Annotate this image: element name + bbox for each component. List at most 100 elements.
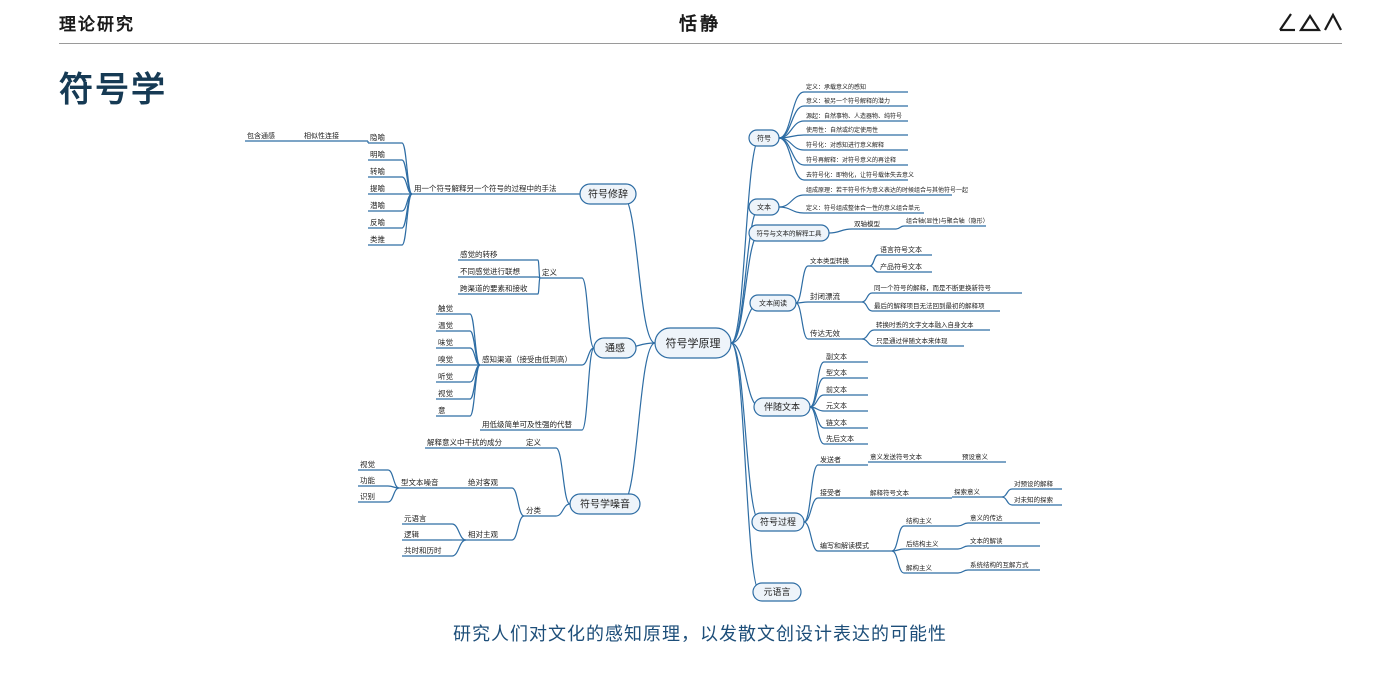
branch-connector xyxy=(451,523,467,541)
branch-connector xyxy=(451,539,467,557)
invalid-item: 转换时丢的文字文本融入自身文本 xyxy=(876,320,974,329)
receiver-result: 探索意义 xyxy=(954,487,981,496)
synesthesia-def: 不同感觉进行联想 xyxy=(460,266,520,276)
mode-name: 解构主义 xyxy=(906,563,933,572)
tool-model: 双轴模型 xyxy=(854,219,881,228)
rhetoric-definition: 用一个符号解释另一个符号的过程中的手法 xyxy=(414,183,557,193)
sign-item: 去符号化：即物化，让符号载体失去意义 xyxy=(806,171,914,179)
rhetoric-item: 潜喻 xyxy=(370,200,385,210)
branch-connector xyxy=(581,347,595,431)
branch-connector xyxy=(778,194,805,208)
branch-connector xyxy=(778,91,805,139)
drift-item: 同一个符号的解释，而是不断更换新符号 xyxy=(874,283,992,292)
branch-connector xyxy=(387,487,400,503)
branch-connector xyxy=(891,550,905,574)
text-item: 定义：符号组成整体合一性的意义组合单元 xyxy=(806,204,920,212)
branch-connector xyxy=(861,301,873,312)
sign-item: 使用性：自然或约定使用性 xyxy=(806,126,878,134)
branch-connector xyxy=(803,497,819,523)
rhetoric-item: 反喻 xyxy=(370,217,385,227)
sign-node-label: 符号 xyxy=(757,134,771,143)
companion-node-label: 伴随文本 xyxy=(764,401,800,413)
metaphor-link: 包含通感 xyxy=(247,131,275,140)
reading-type: 产品符号文本 xyxy=(880,262,922,271)
noise-class-label: 分类 xyxy=(526,505,541,515)
drift-item: 最后的解释项目无法回到最初的解释项 xyxy=(874,301,985,310)
branch-connector xyxy=(861,329,875,340)
channel-item: 触觉 xyxy=(438,303,453,313)
noise-def-label: 定义 xyxy=(526,437,541,447)
branch-connector xyxy=(895,225,905,230)
reading-type: 语言符号文本 xyxy=(880,245,922,254)
text-item: 组成原理：若干符号作为意义表达的时候组合与其他符号一起 xyxy=(806,186,968,194)
channel-label: 感知渠道（接受由低到高） xyxy=(482,354,572,364)
root-node-label: 符号学原理 xyxy=(666,336,721,350)
branch-connector xyxy=(957,522,969,527)
branch-connector xyxy=(803,521,819,552)
synesthesia-def: 跨渠道的要素和接收 xyxy=(460,283,528,293)
branch-connector xyxy=(1001,496,1013,506)
sender-result: 预设意义 xyxy=(962,452,989,461)
branch-connector xyxy=(957,545,969,550)
invalid-item: 只是通过伴随文本来体现 xyxy=(876,336,948,345)
receiver-label: 接受者 xyxy=(820,488,841,497)
sender-label: 发送者 xyxy=(820,455,841,464)
branch-connector xyxy=(828,228,853,234)
rhetoric-item: 转喻 xyxy=(370,166,385,176)
companion-item: 副文本 xyxy=(826,352,847,361)
synesthesia-node-label: 通感 xyxy=(605,342,625,355)
branch-connector xyxy=(401,193,413,246)
author-name: 恬静 xyxy=(679,14,721,35)
branch-connector xyxy=(778,137,805,181)
channel-item: 视觉 xyxy=(438,388,453,398)
companion-item: 元文本 xyxy=(826,401,847,410)
relative-item: 逻辑 xyxy=(404,529,419,539)
reading-type-label: 文本类型转换 xyxy=(810,256,850,265)
receiver-outcome: 对预设的解释 xyxy=(1014,479,1054,488)
branch-connector xyxy=(387,469,400,489)
sign-item: 符号再解释：对符号意义的再诠释 xyxy=(806,156,896,164)
absolute-item: 功能 xyxy=(360,475,375,485)
text-node-label: 文本 xyxy=(757,203,771,212)
channel-item: 意 xyxy=(438,405,446,415)
channel-item: 温觉 xyxy=(438,320,453,330)
branch-connector xyxy=(511,487,525,517)
drift-label: 封闭漂流 xyxy=(810,291,840,301)
branch-connector xyxy=(730,342,761,523)
absolute-item: 视觉 xyxy=(360,459,375,469)
metalanguage-node xyxy=(752,582,802,602)
branch-connector xyxy=(581,277,595,349)
root-node xyxy=(654,327,732,359)
companion-item: 链文本 xyxy=(826,418,847,427)
absolute-label: 绝对客观 xyxy=(468,477,498,487)
page-title: 符号学 xyxy=(59,70,167,110)
branch-connector xyxy=(555,503,571,517)
sender-step: 意义发送符号文本 xyxy=(870,452,923,461)
relative-item: 共时和历时 xyxy=(404,545,442,555)
branch-connector xyxy=(891,525,905,552)
mode-desc: 系统结构的互解方式 xyxy=(970,560,1029,569)
mode-name: 结构主义 xyxy=(906,516,933,525)
rhetoric-node-label: 符号修辞 xyxy=(588,188,628,201)
branch-connector xyxy=(730,137,761,344)
branch-connector xyxy=(957,569,969,574)
rhetoric-item: 隐喻 xyxy=(370,132,385,142)
mode-desc: 意义的传达 xyxy=(970,513,1003,522)
mode-name: 后结构主义 xyxy=(906,539,939,548)
sign-item: 意义：被另一个符号解释的潜力 xyxy=(806,97,890,105)
receiver-step: 解释符号文本 xyxy=(870,488,910,497)
absolute-sub: 型文本噪音 xyxy=(401,477,439,487)
branch-connector xyxy=(795,265,809,304)
tool-node-label: 符号与文本的解释工具 xyxy=(757,228,823,237)
reading-node-label: 文本阅读 xyxy=(759,299,787,308)
branch-connector xyxy=(803,464,819,523)
receiver-outcome: 对未知的探索 xyxy=(1014,495,1054,504)
absolute-item: 识别 xyxy=(360,492,375,501)
branch-connector xyxy=(537,277,541,295)
synesthesia-def-label: 定义 xyxy=(542,267,557,277)
rhetoric-item: 提喻 xyxy=(370,183,385,193)
sign-item: 定义：承载意义的感知 xyxy=(806,83,866,91)
noise-definition: 解释意义中干扰的成分 xyxy=(427,437,502,447)
branch-connector xyxy=(869,254,879,267)
